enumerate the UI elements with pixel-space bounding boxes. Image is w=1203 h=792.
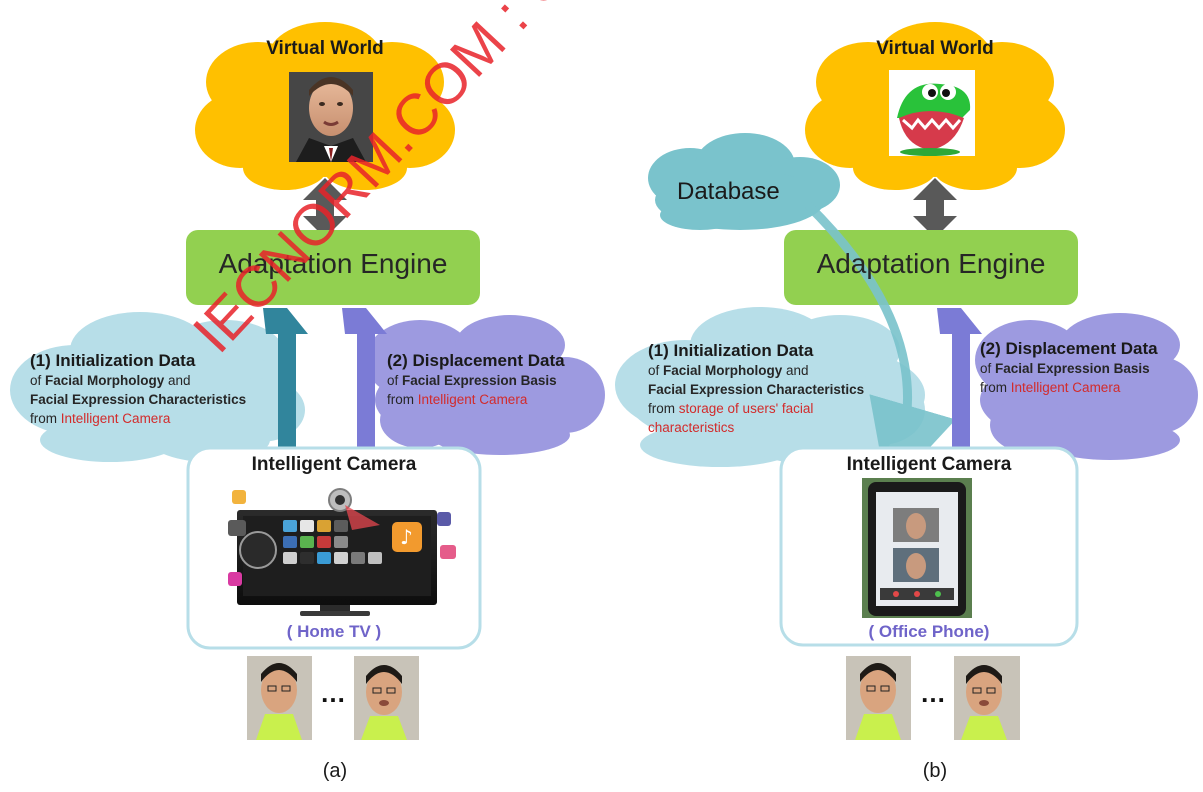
displacement-data-text-b: (2) Displacement Data of Facial Expressi…: [980, 339, 1158, 395]
caption-a: (a): [322, 760, 348, 782]
displacement-data-cloud-a: [365, 315, 605, 455]
device-label-b: ( Office Phone): [868, 622, 990, 641]
caption-b: (b): [922, 760, 948, 782]
displacement-heading-b: (2) Displacement Data: [980, 339, 1158, 358]
displacement-source-b: Intelligent Camera: [1010, 380, 1121, 395]
displacement-data-cloud-b: [975, 313, 1198, 460]
user-face-b1: [846, 656, 911, 740]
tablet-video-call-image: [862, 478, 972, 618]
displacement-source-a: Intelligent Camera: [417, 392, 528, 407]
camera-title-a: Intelligent Camera: [251, 454, 417, 475]
user-face-b2: [954, 656, 1020, 740]
device-label-a: ( Home TV ): [286, 622, 382, 641]
init-source-b-line2: characteristics: [648, 420, 735, 435]
adaptation-engine-box-a: [186, 230, 480, 305]
init-data-text-a: (1) Initialization Data of Facial Morpho…: [30, 351, 247, 426]
camera-title-b: Intelligent Camera: [846, 454, 1012, 475]
init-data-text-b: (1) Initialization Data of Facial Morpho…: [648, 341, 865, 435]
ellipsis-b: …: [920, 678, 946, 708]
user-face-a2: [354, 656, 419, 740]
panel-b-graphics: [615, 22, 1198, 740]
bidirectional-arrow-b: [913, 178, 957, 238]
user-face-a1: [247, 656, 312, 740]
displacement-arrow-b: [937, 308, 982, 452]
init-source-a: Intelligent Camera: [60, 411, 171, 426]
adaptation-engine-box-b: [784, 230, 1078, 305]
adaptation-engine-label-a: Adaptation Engine: [218, 248, 448, 279]
init-source-b: storage of users' facial: [678, 401, 814, 416]
displacement-heading-a: (2) Displacement Data: [387, 351, 565, 370]
displacement-arrow-a: [342, 308, 387, 452]
human-avatar-image: [289, 72, 373, 162]
panel-a-graphics: ♪: [10, 22, 605, 740]
init-arrow-a: [263, 308, 308, 452]
crocodile-avatar-image: [889, 70, 975, 156]
init-data-heading-b: (1) Initialization Data: [648, 341, 814, 360]
virtual-world-label-a: Virtual World: [266, 38, 384, 59]
database-arrow: [804, 201, 956, 494]
home-tv-image: ♪: [228, 488, 456, 616]
init-data-heading-a: (1) Initialization Data: [30, 351, 196, 370]
bidirectional-arrow-a: [303, 178, 347, 238]
adaptation-engine-label-b: Adaptation Engine: [816, 248, 1046, 279]
displacement-data-text-a: (2) Displacement Data of Facial Expressi…: [387, 351, 565, 407]
database-cloud: [648, 133, 840, 230]
database-label: Database: [677, 178, 780, 205]
ellipsis-a: …: [320, 678, 346, 708]
virtual-world-label-b: Virtual World: [876, 38, 994, 59]
svg-text:♪: ♪: [400, 525, 413, 549]
